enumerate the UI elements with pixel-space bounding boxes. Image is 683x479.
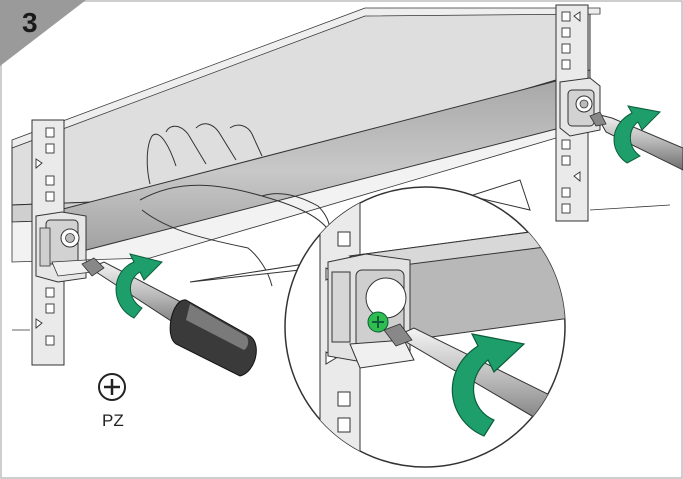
tool-label: PZ	[102, 411, 124, 430]
screw-highlight	[367, 311, 389, 333]
rotate-arrow-right	[613, 105, 662, 164]
callout-pointer-right	[468, 179, 531, 211]
shelf-back-edge	[11, 7, 601, 149]
rotate-arrow-zoom	[451, 333, 526, 437]
step-badge: 3	[0, 0, 86, 66]
step-number: 3	[22, 7, 38, 38]
magnifier-detail	[284, 186, 566, 468]
bracket-right	[559, 77, 601, 137]
step-badge-shape	[0, 0, 86, 66]
rotate-arrow-left	[115, 253, 163, 319]
hand-outline	[139, 123, 331, 287]
phillips-head-icon	[98, 373, 126, 401]
bracket-left	[35, 211, 93, 283]
screwdriver-handle	[169, 299, 257, 377]
